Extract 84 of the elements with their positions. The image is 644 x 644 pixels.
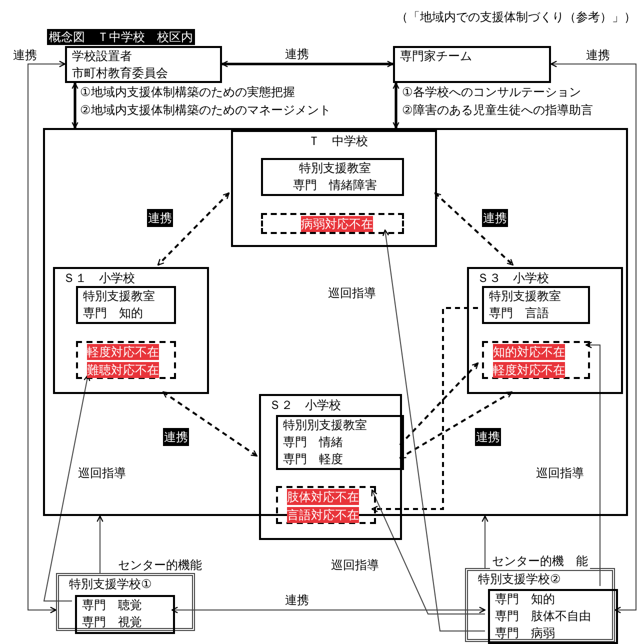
box-text: 専門 情緒 [283, 434, 344, 451]
school-box [53, 267, 209, 394]
arrow [43, 374, 90, 602]
box-text: 学校設置者 [72, 48, 133, 65]
dashed-arrow [157, 192, 230, 266]
title: 概念図 Ｔ中学校 校区内 [47, 29, 195, 45]
edge-label: 連携 [147, 209, 173, 227]
edge-label: 巡回指導 [326, 285, 378, 301]
arrow [28, 60, 66, 614]
school-name: Ｓ３ 小学校 [477, 270, 550, 287]
arrow [96, 515, 104, 574]
box-text: 市町村教育委員会 [72, 65, 169, 82]
box-text: 専門家チーム [400, 48, 473, 65]
arrow [585, 342, 600, 586]
absence-note: 言語対応不在 [287, 507, 359, 523]
edge-label: センター的機能 [116, 557, 204, 573]
edge-label: 巡回指導 [329, 557, 381, 573]
absence-box [276, 486, 376, 524]
absence-note: 知的対応不在 [493, 344, 565, 360]
box-text: 専門 知的 [83, 305, 144, 322]
dashed-arrow [399, 362, 479, 446]
school-name: Ｓ１ 小学校 [63, 270, 136, 287]
text-box [276, 415, 404, 470]
box-text: 特別支援教室 [83, 288, 156, 305]
absence-box [261, 213, 404, 234]
arrow [221, 60, 394, 68]
text-box [261, 158, 404, 196]
dashed-arrow [162, 391, 258, 457]
absence-note: 病弱対応不在 [301, 216, 373, 232]
edge-label: 連携 [584, 47, 612, 63]
note-text: ②障害のある児童生徒への指導助言 [402, 102, 593, 118]
text-box [488, 589, 618, 644]
box-text: 専門 軽度 [283, 451, 344, 468]
text-box [482, 286, 590, 324]
edge-label: 連携 [475, 428, 501, 446]
edge-label: 連携 [11, 47, 39, 63]
edge-label: センター的機 能 [490, 553, 590, 569]
arrow [550, 60, 636, 614]
absence-note: 軽度対応不在 [87, 344, 159, 360]
box-text: 専門 聴覚 [82, 597, 143, 614]
edge-label: 連携 [482, 209, 508, 227]
box-text: 専門 知的 [495, 591, 556, 608]
arrow [392, 82, 400, 129]
text-box [65, 46, 222, 83]
absence-note: 難聴対応不在 [87, 362, 159, 378]
absence-note: 軽度対応不在 [493, 362, 565, 378]
note-text: ①地域内支援体制構築のための実態把握 [80, 84, 295, 100]
edge-label: 連携 [283, 46, 311, 62]
dashed-arrow [434, 192, 514, 266]
box-text: 専門 情緒障害 [292, 177, 378, 194]
school-name: Ｔ 中学校 [307, 133, 369, 150]
box-text: 専門 肢体不自由 [495, 608, 592, 625]
school-box [231, 130, 437, 247]
school-box [467, 267, 623, 394]
note-text: ①各学校へのコンサルテーション [402, 84, 581, 100]
arrow [382, 229, 486, 632]
note-text: ②地域内支援体制構築のためのマネージメント [80, 102, 331, 118]
edge-label: 巡回指導 [76, 465, 128, 481]
box-text: 専門 言語 [489, 305, 550, 322]
source-note: （「地域内での支援体制づくり（参考）」） [396, 9, 636, 25]
dashed-arrow [371, 307, 478, 512]
dashed-arrow [399, 391, 513, 459]
text-box [75, 595, 175, 634]
box-text: 特別別支援教室 [283, 417, 368, 434]
text-box [393, 46, 551, 83]
edge-label: 連携 [283, 592, 311, 608]
absence-note: 肢体対応不在 [287, 489, 359, 505]
absence-box [482, 341, 590, 379]
box-text: 特別支援教室 [489, 288, 562, 305]
school-name: 特別支援学校① [69, 576, 153, 593]
box-text: 専門 視覚 [82, 614, 143, 631]
arrow [72, 82, 78, 129]
school-name: Ｓ２ 小学校 [269, 397, 342, 414]
box-text: 専門 病弱 [495, 625, 556, 642]
absence-box [76, 341, 176, 379]
arrow [482, 515, 488, 568]
edge-label: 巡回指導 [534, 465, 586, 481]
school-name: 特別支援学校② [478, 571, 562, 588]
arrow [371, 489, 486, 614]
box-text: 特別支援教室 [298, 160, 372, 177]
text-box [76, 286, 176, 324]
school-box [259, 394, 402, 540]
edge-label: 連携 [163, 428, 189, 446]
arrow [171, 606, 486, 614]
